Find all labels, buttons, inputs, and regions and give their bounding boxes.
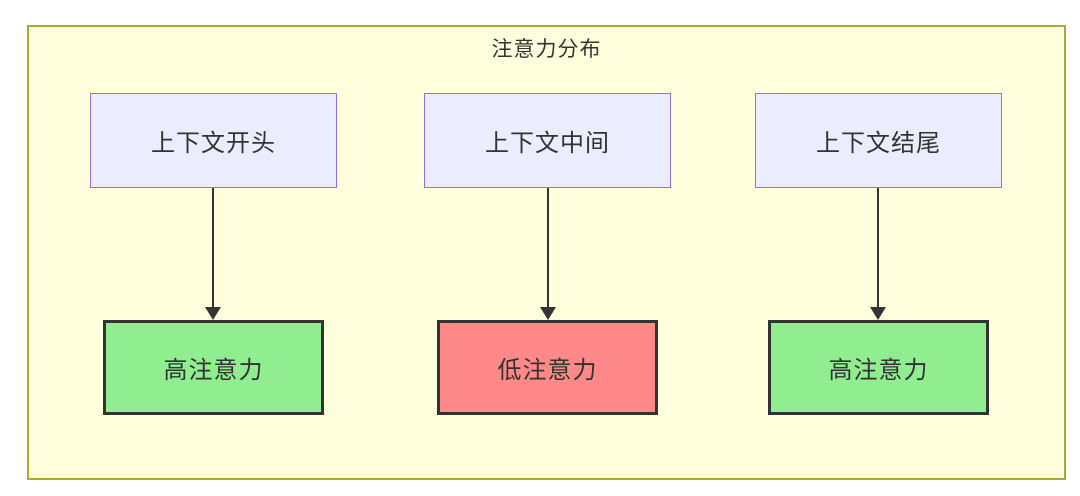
node-context-end: 上下文结尾: [755, 93, 1002, 188]
node-context-start: 上下文开头: [90, 93, 337, 188]
arrow-start-to-high-line: [212, 188, 214, 309]
node-high-attention-1: 高注意力: [103, 320, 324, 415]
arrow-middle-to-low-head-icon: [540, 307, 556, 320]
arrow-end-to-high-head-icon: [870, 307, 886, 320]
node-context-middle: 上下文中间: [424, 93, 671, 188]
diagram-title: 注意力分布: [491, 38, 602, 61]
arrow-middle-to-low-line: [547, 188, 549, 309]
arrow-end-to-high-line: [877, 188, 879, 309]
node-high-attention-2: 高注意力: [768, 320, 989, 415]
arrow-start-to-high-head-icon: [205, 307, 221, 320]
node-low-attention: 低注意力: [437, 320, 658, 415]
